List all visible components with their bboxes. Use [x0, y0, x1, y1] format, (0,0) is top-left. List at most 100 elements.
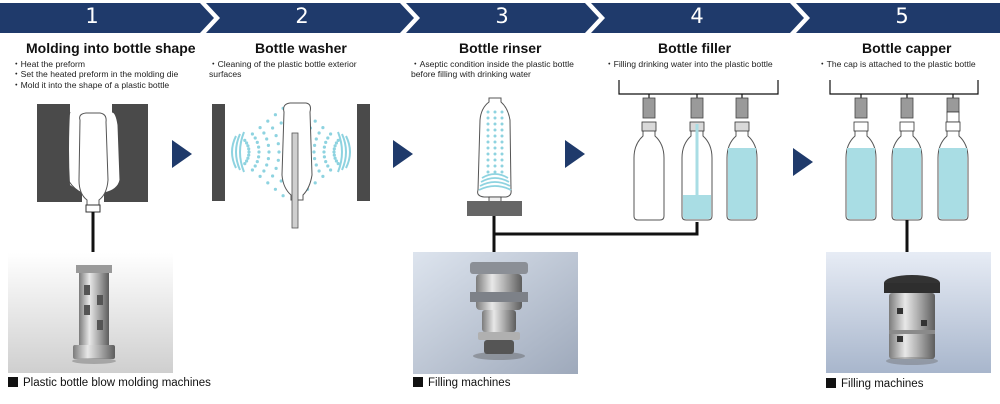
spray-dot-right [329, 168, 333, 172]
step-description-1: ・Heat the preform ・Set the heated prefor… [12, 59, 179, 90]
banner-chevron-1 [0, 3, 214, 33]
spray-dot-left [279, 121, 283, 125]
spray-dot-left [276, 158, 280, 162]
spray-dot-left [271, 126, 275, 130]
spray-arc-right [341, 133, 347, 171]
rinse-dot [500, 146, 504, 150]
spray-arc-left [231, 135, 237, 169]
washer-wall-left [212, 104, 225, 201]
photo-filling-machine-1 [413, 252, 578, 374]
rinse-dot [500, 128, 504, 132]
square-bullet-icon [413, 377, 423, 387]
spray-dot-right [332, 147, 336, 151]
step-number-4: 4 [690, 4, 704, 28]
banner-chevron-3 [406, 3, 599, 33]
spray-dot-left [253, 136, 257, 140]
spray-dot-left [255, 160, 259, 164]
rinse-dot [493, 146, 497, 150]
washer-nozzle [291, 132, 299, 229]
spray-dot-left [247, 147, 251, 151]
spray-dot-left [247, 150, 251, 154]
bottle-cap [853, 121, 869, 132]
spray-dot-right [321, 174, 325, 178]
spray-dot-right [336, 162, 340, 166]
water-fill [893, 148, 921, 219]
bottle-neck [641, 121, 657, 132]
spray-dot-right [322, 155, 326, 159]
spray-dot-right [326, 164, 330, 168]
flow-arrow-4 [793, 148, 813, 176]
spray-dot-left [246, 156, 250, 160]
spray-dot-left [274, 166, 278, 170]
washer-wall-right [357, 104, 370, 201]
spray-dot-left [257, 150, 261, 154]
spray-dot-right [333, 144, 337, 148]
spray-dot-left [273, 113, 277, 117]
spray-dot-left [273, 187, 277, 191]
photo-filling-machine-2 [826, 252, 991, 373]
spray-dot-right [326, 136, 330, 140]
spray-dot-left [253, 164, 257, 168]
rinse-dot [493, 158, 497, 162]
spray-dot-right [317, 169, 321, 173]
rinse-dot [500, 164, 504, 168]
bottle-filler [618, 80, 779, 221]
spray-dot-right [317, 131, 321, 135]
pipe-rinser-to-filler [494, 222, 699, 236]
spray-dot-left [265, 137, 269, 141]
spray-arc-left [239, 131, 245, 173]
square-bullet-icon [8, 377, 18, 387]
spray-arc-right [345, 135, 351, 169]
capper-header-pipe [829, 80, 979, 95]
rinse-dot [493, 134, 497, 138]
bottle-neck [734, 121, 750, 132]
spray-dot-right [324, 140, 328, 144]
spray-arc-right [337, 131, 343, 173]
rinse-dot [493, 140, 497, 144]
spray-dot-left [258, 174, 262, 178]
spray-dot-left [266, 119, 270, 123]
caption-blow-molding: Plastic bottle blow molding machines [8, 377, 211, 389]
spray-dot-left [243, 162, 247, 166]
rinse-arc [480, 177, 510, 183]
flow-arrow-1 [172, 140, 192, 168]
step-number-1: 1 [85, 4, 99, 28]
caption-filling-2: Filling machines [826, 378, 923, 390]
photo-blow-molding-machine [8, 253, 173, 373]
step-description-3: ・Aseptic condition inside the plastic bo… [411, 59, 574, 80]
nozzle-head [690, 97, 704, 119]
spray-dot-right [312, 150, 316, 154]
spray-dot-left [262, 169, 266, 173]
rinse-dot [500, 134, 504, 138]
banner-chevron-2 [206, 3, 414, 33]
step-title-1: Molding into bottle shape [26, 40, 196, 56]
banner-chevron-5 [796, 3, 1000, 33]
rinse-dot [493, 170, 497, 174]
spray-dot-right [336, 138, 340, 142]
nozzle-head [946, 97, 960, 113]
rinse-spray-pattern [478, 110, 512, 191]
step-number-2: 2 [295, 4, 309, 28]
spray-dot-left [257, 155, 261, 159]
water-fill [847, 148, 875, 219]
step-number-5: 5 [895, 4, 909, 28]
filler-header-pipe [618, 80, 779, 95]
spray-dot-right [322, 145, 326, 149]
rinse-dot [486, 122, 490, 126]
nozzle-head [642, 97, 656, 119]
step-title-5: Bottle capper [862, 40, 952, 56]
bottle-rinser [467, 97, 699, 252]
rinse-dot [500, 116, 504, 120]
spray-dot-left [245, 159, 249, 163]
spray-dot-left [279, 179, 283, 183]
flow-arrow-2 [393, 140, 413, 168]
spray-dot-right [313, 119, 317, 123]
spray-dot-right [322, 150, 326, 154]
spray-dot-left [255, 140, 259, 144]
rinse-dot [486, 134, 490, 138]
cap-being-placed [946, 111, 960, 123]
spray-dot-right [329, 132, 333, 136]
bottle-washer [212, 102, 370, 229]
step-number-3: 3 [495, 4, 509, 28]
spray-dot-left [266, 157, 270, 161]
